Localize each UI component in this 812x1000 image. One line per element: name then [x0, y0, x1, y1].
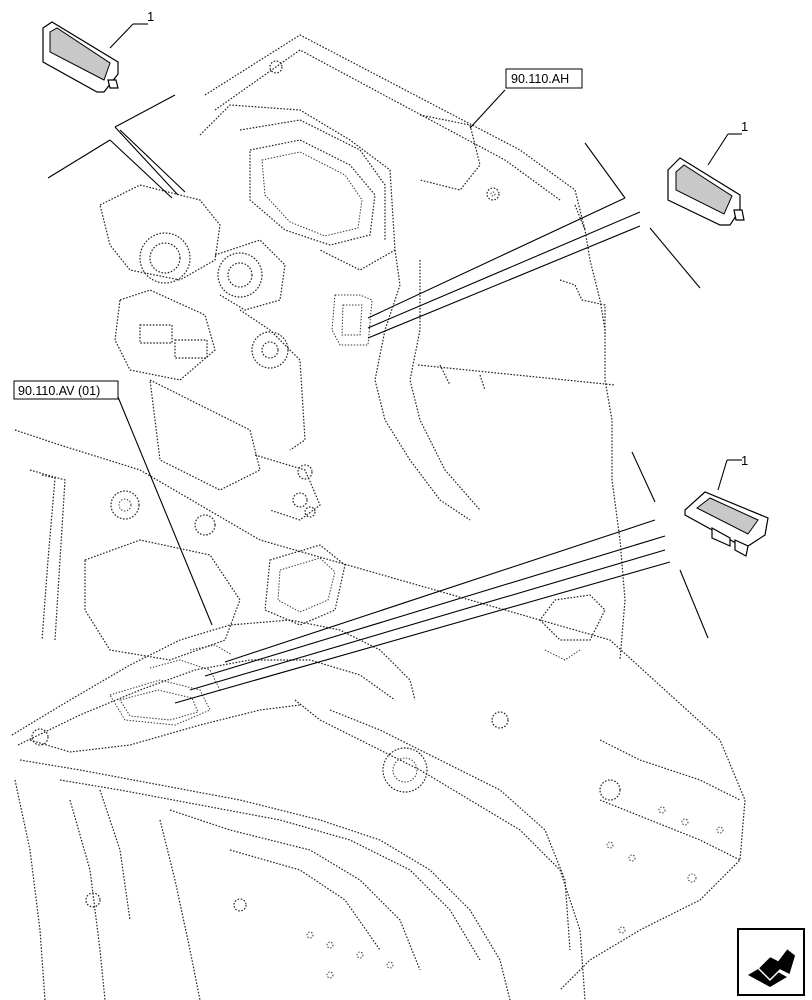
- svg-text:90.110.AV (01): 90.110.AV (01): [18, 384, 100, 398]
- reference-90-110-ah[interactable]: 90.110.AH: [505, 68, 583, 89]
- callout-1-right: 1: [717, 453, 748, 491]
- svg-text:1: 1: [741, 119, 748, 134]
- next-page-arrow-icon[interactable]: [737, 928, 805, 996]
- svg-text:1: 1: [741, 453, 748, 468]
- cab-line-art: [11, 34, 746, 1000]
- reference-90-110-av-01[interactable]: 90.110.AV (01): [13, 380, 119, 400]
- decal-1-top-right[interactable]: [667, 157, 745, 226]
- decal-1-right[interactable]: [684, 491, 769, 557]
- callout-1-top-right: 1: [707, 119, 748, 166]
- svg-text:1: 1: [147, 9, 154, 24]
- decal-1-top-left[interactable]: [42, 21, 119, 93]
- leader-lines: [47, 89, 709, 704]
- callout-1-top-left: 1: [109, 9, 154, 49]
- svg-text:90.110.AH: 90.110.AH: [511, 72, 569, 86]
